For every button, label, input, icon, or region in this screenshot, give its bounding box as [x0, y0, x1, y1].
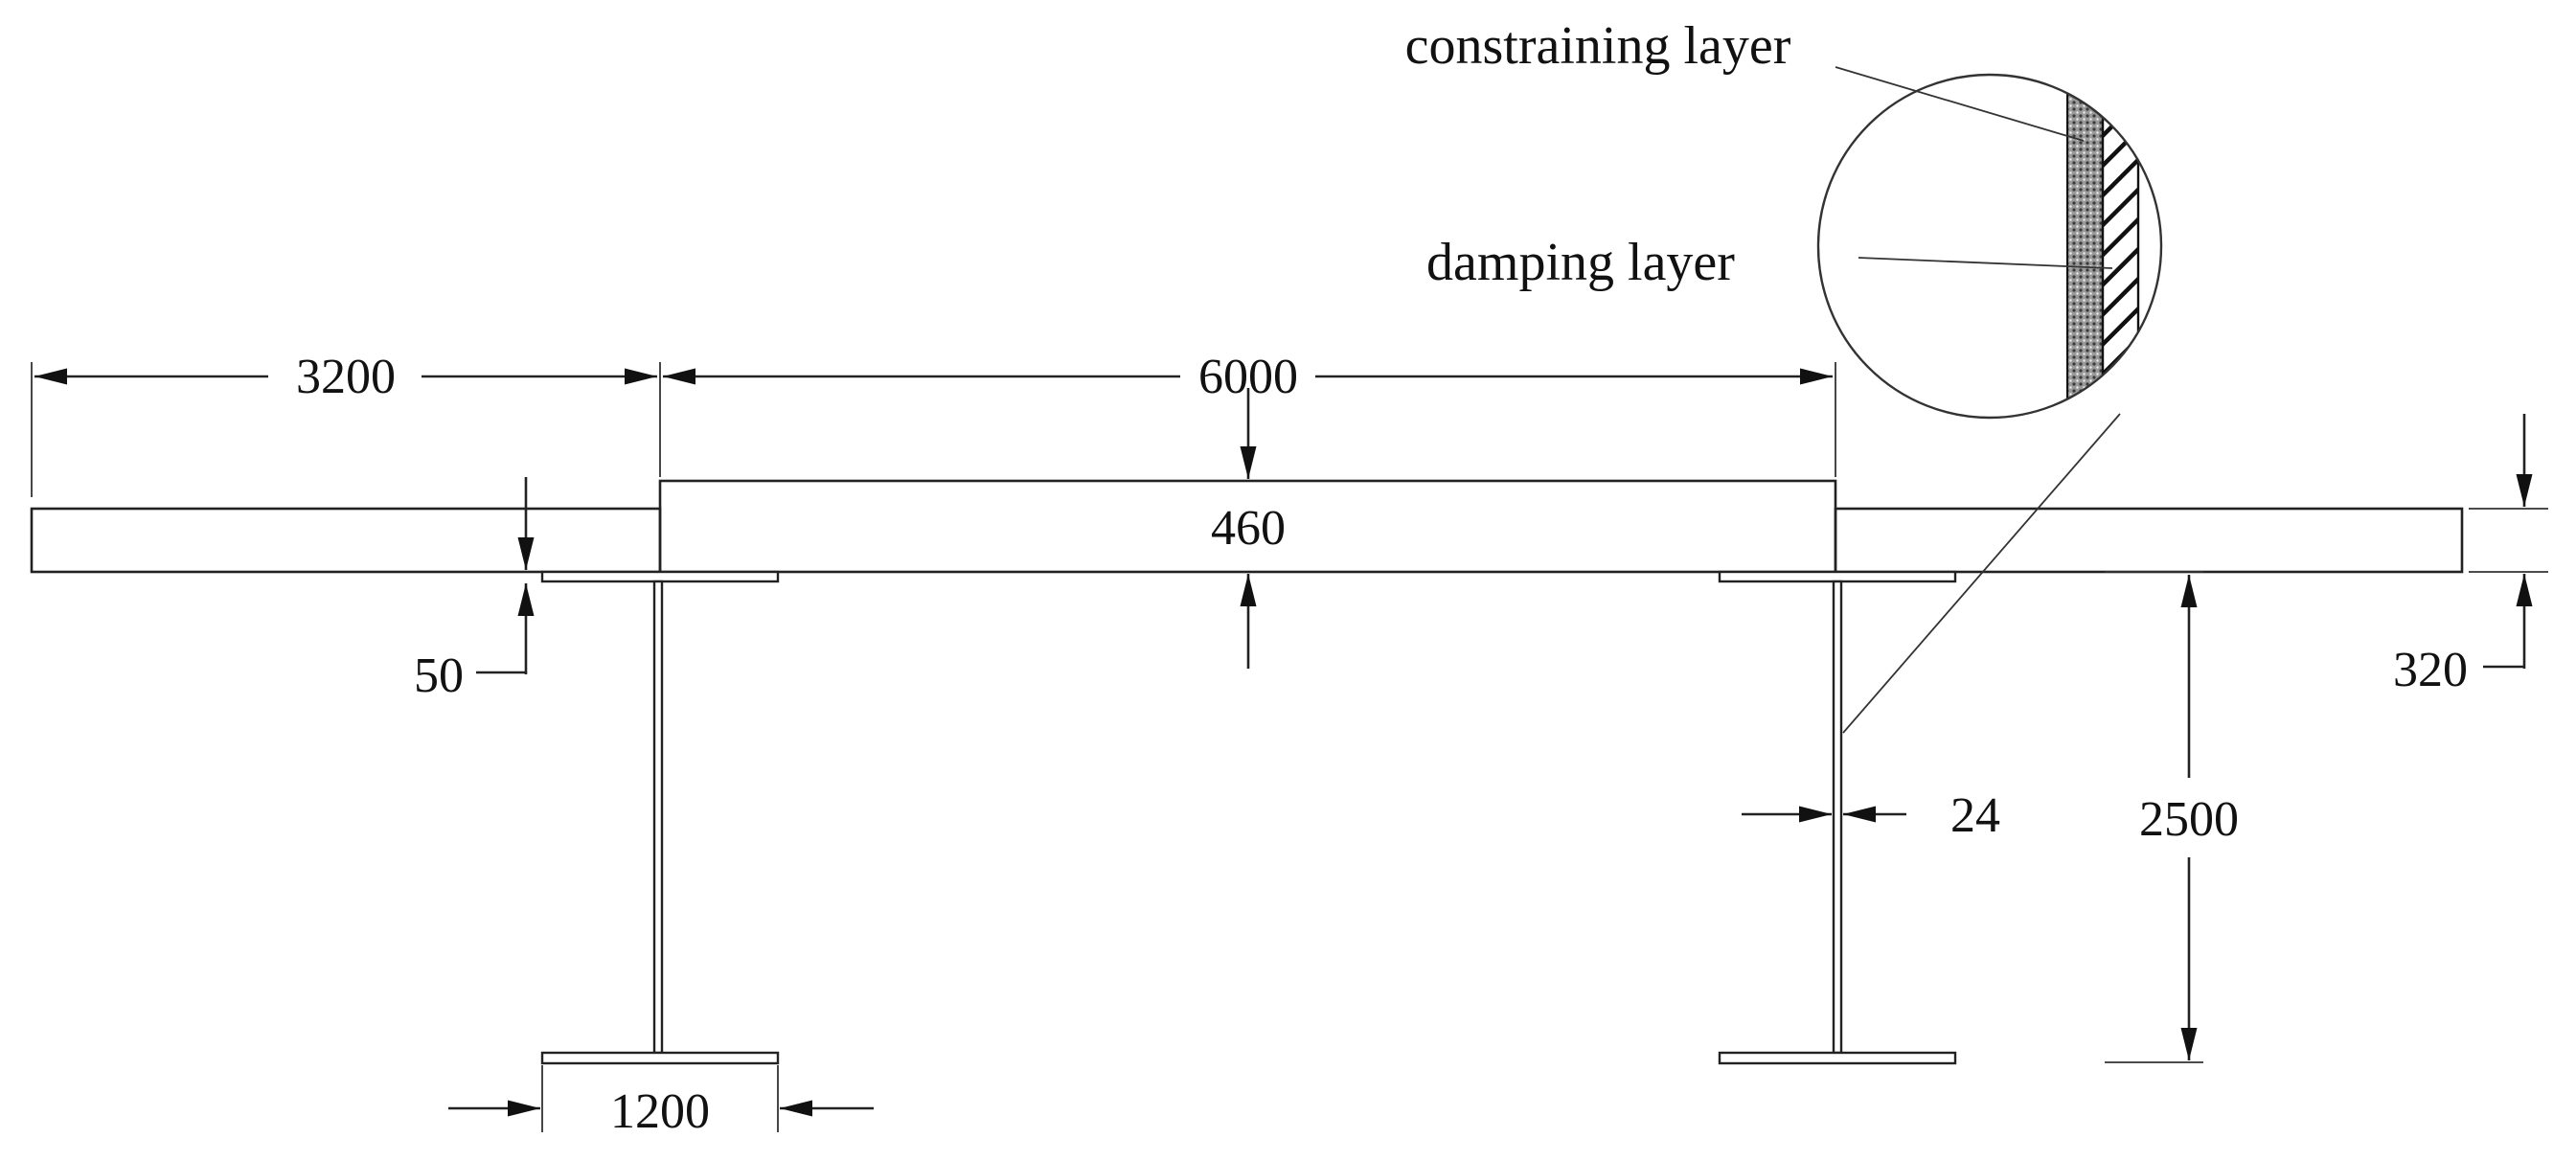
right-top-plate — [1718, 570, 1957, 583]
dim-24-label: 24 — [1950, 788, 2000, 843]
damping-layer-section — [2066, 75, 2104, 418]
dim-end-depth: 320 — [2393, 414, 2548, 697]
left-bottom-flange — [540, 1051, 780, 1065]
dim-2500-label: 2500 — [2139, 792, 2239, 847]
dim-320-label: 320 — [2393, 643, 2468, 697]
constraining-layer-section — [2101, 75, 2140, 418]
detail-contents — [1818, 75, 2161, 418]
left-web — [652, 580, 664, 1055]
dim-3200-label: 3200 — [296, 350, 396, 404]
right-end-segment — [1834, 507, 2464, 574]
left-top-plate — [540, 570, 780, 583]
dim-pier-height: 2500 — [2105, 571, 2239, 1063]
right-pier — [1718, 570, 1957, 1065]
dim-mid-depth: 460 — [1211, 388, 1286, 669]
right-bottom-flange — [1718, 1051, 1957, 1065]
dim-main-span: 6000 — [663, 350, 1836, 477]
constraining-layer-label: constraining layer — [1405, 16, 1791, 76]
damping-layer-label: damping layer — [1426, 233, 1735, 292]
dim-plate-thickness: 50 — [414, 477, 535, 703]
left-cantilever-segment — [30, 507, 662, 574]
dim-50-label: 50 — [414, 649, 464, 703]
dim-460-label: 460 — [1211, 501, 1286, 556]
damping-leader — [1858, 257, 2113, 269]
right-web — [1832, 580, 1843, 1055]
dim-left-cantilever: 3200 — [31, 350, 661, 497]
left-pier — [540, 570, 780, 1065]
dim-1200-label: 1200 — [610, 1084, 710, 1139]
callout-leader — [1842, 413, 2121, 734]
dim-flange-width: 1200 — [448, 1065, 874, 1139]
dim-web-thickness: 24 — [1742, 788, 2000, 843]
magnifier-circle — [1816, 73, 2163, 420]
constraining-leader — [1835, 66, 2085, 142]
